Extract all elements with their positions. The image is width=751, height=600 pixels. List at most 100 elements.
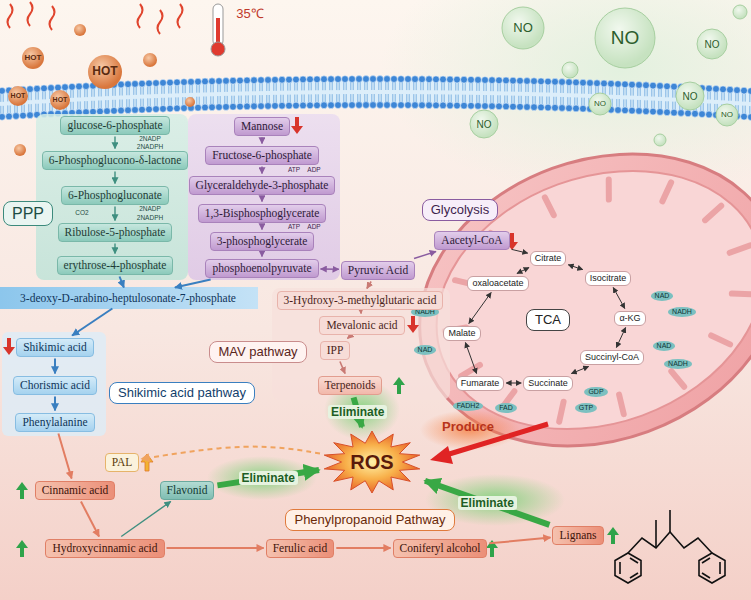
cell-membrane <box>546 97 547 105</box>
cell-membrane <box>399 94 400 102</box>
cell-membrane <box>524 78 531 85</box>
cell-membrane <box>514 84 515 92</box>
cell-membrane <box>73 102 74 110</box>
cell-membrane <box>220 84 221 92</box>
cell-membrane <box>402 94 403 102</box>
cell-membrane <box>504 83 505 91</box>
cell-membrane <box>287 83 288 91</box>
cell-membrane <box>612 99 613 107</box>
cofactor-oval: NAD <box>414 345 437 355</box>
cell-membrane <box>581 86 582 94</box>
cell-membrane <box>13 113 20 120</box>
cell-membrane <box>398 76 405 83</box>
cell-membrane <box>332 94 333 102</box>
cell-membrane <box>448 94 449 102</box>
cell-membrane <box>538 78 545 85</box>
cell-membrane <box>538 104 545 111</box>
cell-membrane <box>444 94 445 102</box>
lignan-structure <box>719 562 721 574</box>
cell-membrane <box>252 95 253 103</box>
cell-membrane <box>223 103 230 110</box>
no-label: NO <box>683 91 698 102</box>
cell-membrane <box>671 109 678 116</box>
thermometer <box>211 42 225 56</box>
cell-membrane <box>434 94 435 102</box>
cell-membrane <box>94 89 95 97</box>
no-bubbles <box>716 104 738 126</box>
metabolite-box: Pyruvic Acid <box>341 261 415 280</box>
cell-membrane <box>140 99 141 107</box>
cell-membrane <box>321 76 328 83</box>
lignan-structure <box>699 553 725 583</box>
metabolite-box: erythrose-4-phosphate <box>57 256 174 275</box>
no-label: NO <box>705 39 720 50</box>
cell-membrane <box>532 84 533 92</box>
cell-membrane <box>125 107 132 114</box>
cofactor-oval: GDP <box>584 387 607 397</box>
pathway-arrow <box>340 362 345 374</box>
cofactor-label: CO2 <box>75 209 88 216</box>
node-text: NAD <box>418 346 433 354</box>
node-text: Phenylpropanoid Pathway <box>294 512 445 528</box>
cell-membrane <box>322 94 323 102</box>
change-indicators <box>3 338 15 355</box>
cofactor-oval: NAD <box>653 341 676 351</box>
cell-membrane <box>300 102 307 109</box>
cell-membrane <box>511 84 512 92</box>
cell-membrane <box>125 81 132 88</box>
cell-membrane <box>262 83 263 91</box>
cell-membrane <box>265 77 272 84</box>
cell-membrane <box>573 79 580 86</box>
heat-particles <box>14 144 26 156</box>
node-text: Ribulose-5-phosphate <box>65 226 166 239</box>
pathway-arrow <box>367 282 371 289</box>
pathway-arrow <box>141 447 320 459</box>
cell-membrane <box>230 77 237 84</box>
cell-membrane <box>349 76 356 83</box>
cell-membrane <box>133 87 134 95</box>
pathway-arrow <box>58 434 71 479</box>
cell-membrane <box>605 86 606 94</box>
cell-membrane <box>105 100 106 108</box>
cell-membrane <box>615 81 622 88</box>
pathway-arrow <box>469 293 491 324</box>
cell-membrane <box>34 85 41 92</box>
glycolysis-panel <box>188 114 340 280</box>
pathway-arrow <box>261 253 262 257</box>
cell-membrane <box>542 84 543 92</box>
cell-membrane <box>518 96 519 104</box>
cell-membrane <box>535 96 536 104</box>
cell-membrane <box>42 103 43 111</box>
cell-membrane <box>101 100 102 108</box>
cell-membrane <box>720 86 727 93</box>
cell-membrane <box>182 85 183 93</box>
cell-membrane <box>503 77 510 84</box>
metabolite-box: Mevalonic acid <box>319 316 404 335</box>
cell-membrane <box>490 95 491 103</box>
edge-label: Eliminate <box>239 471 298 485</box>
cell-membrane <box>126 87 127 95</box>
cell-membrane <box>741 87 748 94</box>
cell-membrane <box>174 105 181 112</box>
tca-intermediate: Citrate <box>530 251 567 266</box>
cell-membrane <box>545 78 552 85</box>
cofactor-oval: NADH <box>664 359 692 369</box>
cell-membrane <box>713 86 720 93</box>
node-text: 3-deoxy-D-arabino-heptulosonate-7-phosph… <box>20 292 236 305</box>
cell-membrane <box>314 102 321 109</box>
node-text: PAL <box>112 456 133 469</box>
tca-intermediate: Succinate <box>523 376 573 391</box>
cell-membrane <box>171 98 172 106</box>
node-text: Phenylalanine <box>22 416 87 429</box>
cell-membrane <box>234 84 235 92</box>
pathway-arrow <box>121 502 170 537</box>
cell-membrane <box>287 95 288 103</box>
cell-membrane <box>528 96 529 104</box>
node-text: TCA <box>535 312 561 328</box>
cell-membrane <box>112 88 113 96</box>
metabolite-box: Lignans <box>552 526 603 545</box>
cell-membrane <box>241 96 242 104</box>
pathway-arrow <box>261 225 262 230</box>
cell-membrane <box>427 82 428 90</box>
cell-membrane <box>227 84 228 92</box>
